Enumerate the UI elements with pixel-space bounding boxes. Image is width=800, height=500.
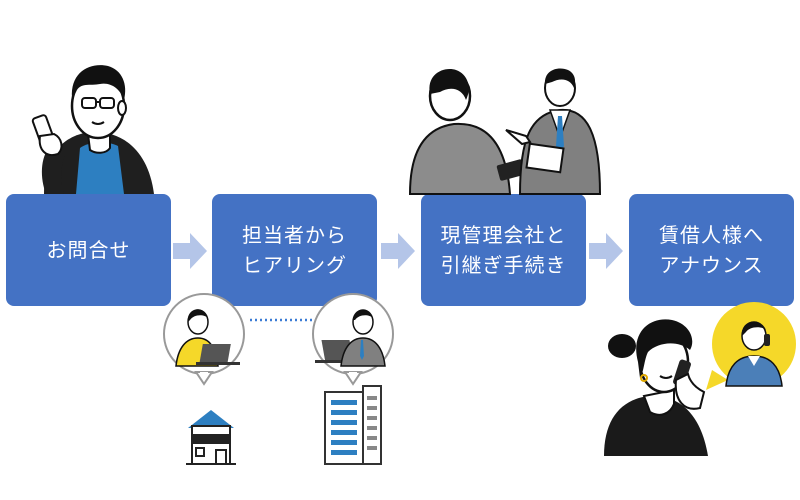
woman-on-phone-illustration: [604, 319, 708, 456]
flow-arrow-icon: [173, 233, 207, 269]
flow-arrow-icon: [381, 233, 415, 269]
step-box-announcement: 賃借人様へ アナウンス: [629, 194, 794, 306]
business-meeting-illustration: [408, 68, 602, 195]
flow-arrow-icon: [589, 233, 623, 269]
online-call-bubble-woman: [163, 293, 245, 386]
house-icon: [186, 410, 236, 465]
man-with-phone-illustration: [31, 65, 154, 194]
step-label-line1: お問合せ: [46, 238, 131, 262]
online-call-bubble-man: [312, 293, 394, 386]
step-label-line2: アナウンス: [659, 253, 764, 277]
step-box-inquiry: お問合せ: [6, 194, 171, 306]
dotted-connection-line: [250, 318, 312, 322]
step-label-line2: 引継ぎ手続き: [440, 253, 567, 277]
step-box-handover: 現管理会社と 引継ぎ手続き: [421, 194, 586, 306]
operator-bubble-illustration: [706, 302, 796, 390]
step-label-line2: ヒアリング: [242, 253, 347, 277]
step-label-line1: 担当者から: [242, 223, 347, 247]
office-building-icon: [324, 385, 382, 465]
step-box-hearing: 担当者から ヒアリング: [212, 194, 377, 306]
step-label-line1: 現管理会社と: [440, 223, 567, 247]
step-label-line1: 賃借人様へ: [659, 223, 764, 247]
